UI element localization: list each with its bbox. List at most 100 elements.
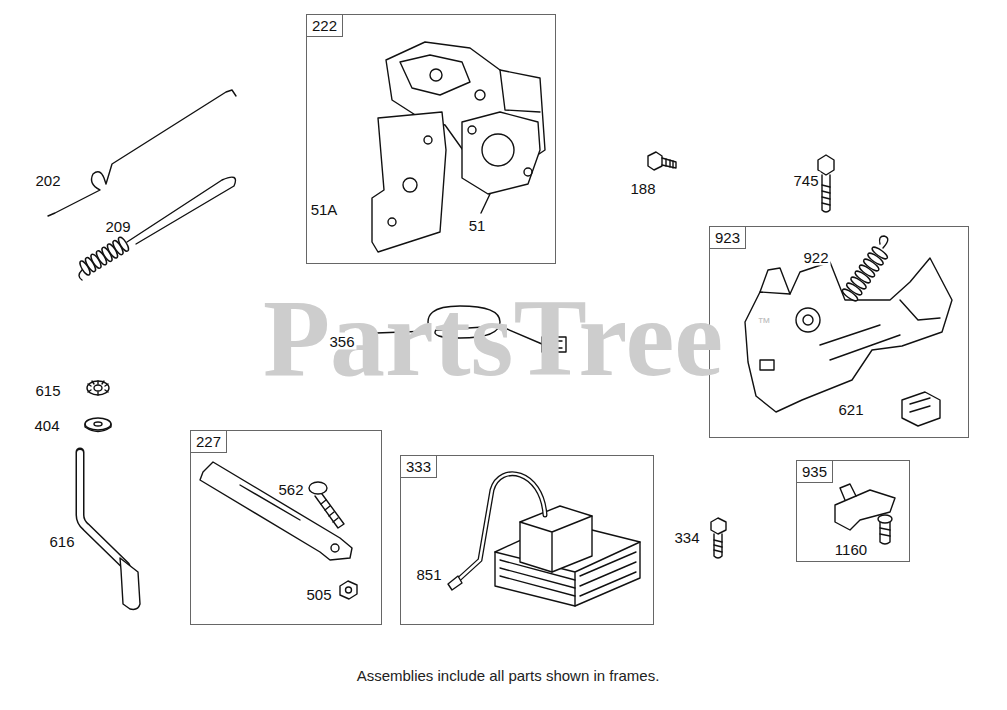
callout-number: 616 xyxy=(47,533,76,550)
ignition-armature xyxy=(448,474,640,606)
bolt-line xyxy=(714,540,722,552)
assembly-number: 333 xyxy=(401,456,437,478)
callout-number: 188 xyxy=(628,180,657,197)
gasket xyxy=(462,112,540,213)
washer xyxy=(87,381,109,395)
screw-line xyxy=(321,500,338,522)
callout-number: 562 xyxy=(276,481,305,498)
link-rod xyxy=(48,90,236,216)
governor-control-bracket-line xyxy=(900,300,940,320)
ignition-armature-line xyxy=(520,506,592,572)
callout-number: 745 xyxy=(791,172,820,189)
callout-number: 202 xyxy=(33,172,62,189)
assembly-frame: 333 851 xyxy=(400,455,654,625)
gasket-line xyxy=(468,126,476,134)
gasket-plate xyxy=(372,112,446,252)
nut-line xyxy=(346,587,352,593)
assembly-frame: 923 922 621 xyxy=(709,226,969,438)
washer-line xyxy=(85,424,111,432)
ignition-armature-line xyxy=(458,474,545,580)
governor-control-bracket-line xyxy=(760,360,774,370)
bracket-line xyxy=(878,515,892,523)
control-shaft xyxy=(80,452,140,609)
callout-number: 209 xyxy=(103,218,132,235)
governor-lever-line xyxy=(200,462,352,560)
governor-control-bracket-line xyxy=(745,258,952,412)
assembly-number: 222 xyxy=(307,15,343,37)
governor-lever-line xyxy=(331,544,339,552)
governor-lever xyxy=(200,462,352,560)
screw xyxy=(309,482,344,528)
assembly-frame: 222 51A 51 xyxy=(306,14,556,264)
governor-control-bracket xyxy=(745,258,952,412)
control-shaft-line xyxy=(80,452,126,566)
bolt-line xyxy=(648,152,662,170)
nut xyxy=(340,581,357,599)
ignition-armature-line xyxy=(458,474,545,580)
ignition-armature-line xyxy=(448,576,462,590)
callout-number: 334 xyxy=(672,529,701,546)
trademark-mark: ™ xyxy=(758,316,771,329)
carburetor-bracket-line xyxy=(475,90,485,100)
callout-number: 851 xyxy=(414,566,443,583)
gasket-plate-line xyxy=(388,218,396,226)
nut-line xyxy=(340,581,357,599)
governor-control-bracket-line xyxy=(803,315,813,325)
gasket-line xyxy=(462,112,540,194)
governor-control-bracket-line xyxy=(820,325,900,360)
gasket-plate-line xyxy=(424,136,432,144)
assembly-number: 923 xyxy=(710,227,746,249)
clip-line xyxy=(910,398,930,412)
bracket xyxy=(835,484,895,544)
washer-line xyxy=(94,422,102,426)
spring-line xyxy=(117,236,131,253)
caption: Assemblies include all parts shown in fr… xyxy=(357,668,660,683)
spring-line xyxy=(127,177,236,244)
washer-line xyxy=(88,381,108,395)
spring-line xyxy=(79,270,82,280)
washer-line xyxy=(87,381,109,395)
bolt-line xyxy=(822,175,830,212)
callout-number: 922 xyxy=(801,249,830,266)
gasket-plate-line xyxy=(403,178,417,192)
bolt-line xyxy=(711,518,726,534)
bolt-line xyxy=(666,159,673,168)
assembly-number: 227 xyxy=(191,431,227,453)
assembly-frame: 9351160 xyxy=(796,460,910,562)
clip-line xyxy=(902,392,940,426)
callout-number: 51 xyxy=(467,217,488,234)
gasket-plate-line xyxy=(372,112,446,252)
governor-control-bracket-line xyxy=(760,268,790,294)
governor-control-bracket-line xyxy=(796,308,820,332)
bracket-line xyxy=(840,484,856,500)
control-shaft-line xyxy=(80,453,126,566)
spring xyxy=(78,177,235,280)
gasket-line xyxy=(482,134,514,166)
washer-line xyxy=(85,418,111,430)
washer-line xyxy=(94,385,102,391)
bracket-line xyxy=(880,528,890,536)
callout-number: 615 xyxy=(33,382,62,399)
bolt xyxy=(648,152,676,170)
assembly-number: 935 xyxy=(797,461,833,483)
spring-line xyxy=(880,236,888,248)
callout-number: 356 xyxy=(327,333,356,350)
assembly-frame: 227562505 xyxy=(190,430,382,625)
carburetor-bracket-line xyxy=(430,69,442,81)
ignition-armature-line xyxy=(520,516,592,572)
gasket-line xyxy=(524,168,532,176)
callout-number: 621 xyxy=(836,401,865,418)
link-rod-line xyxy=(48,90,236,216)
screw-line xyxy=(309,482,327,494)
bolt xyxy=(711,518,726,558)
callout-number: 51A xyxy=(309,201,340,218)
carburetor-bracket-line xyxy=(500,70,540,112)
control-shaft-line xyxy=(120,558,140,609)
carburetor-bracket-line xyxy=(400,55,470,95)
bolt-line xyxy=(662,158,676,168)
callout-number: 404 xyxy=(32,417,61,434)
gasket-line xyxy=(481,194,490,213)
washer xyxy=(85,418,111,432)
clip xyxy=(902,392,940,426)
